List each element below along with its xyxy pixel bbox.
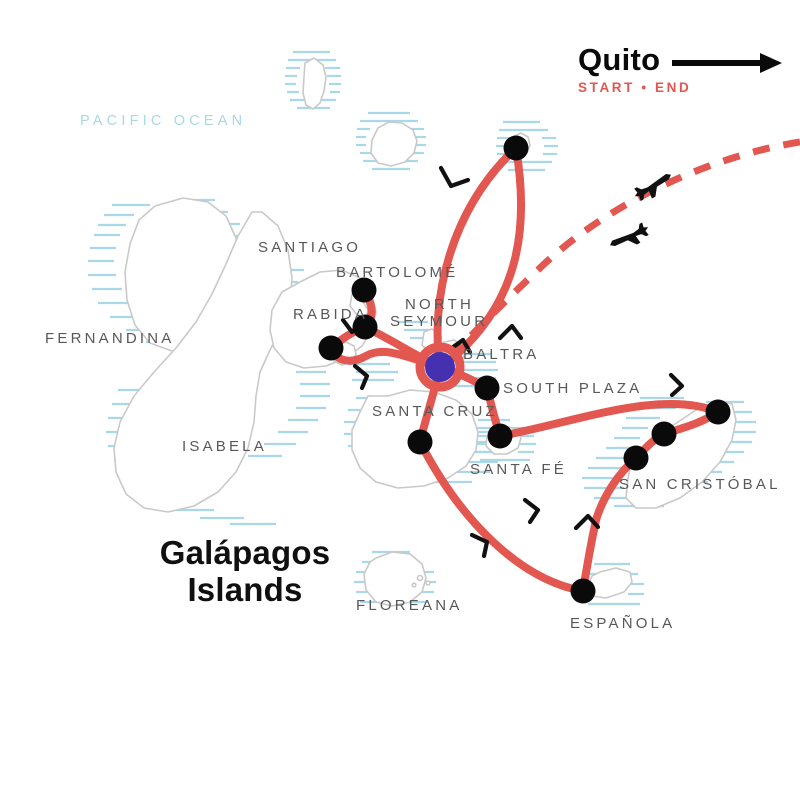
bartolome-stop[interactable] <box>351 277 377 303</box>
legend-city-label: Quito <box>578 42 661 77</box>
label-north: NORTH <box>405 296 475 313</box>
quito-legend: Quito START • END <box>578 42 783 95</box>
map-title-line1: Galápagos <box>159 534 331 571</box>
label-rabida: RABIDA <box>293 306 369 323</box>
stop-markers <box>318 135 731 604</box>
route-san-cristobal-coast <box>592 408 722 524</box>
island-shape-floreana <box>363 551 427 607</box>
label-fernandina: FERNANDINA <box>45 330 175 347</box>
arrow-chevron-genovesa-leg <box>438 165 471 189</box>
route-baltra-genovesa-loop <box>433 144 520 371</box>
island-shape-san-cristobal <box>625 399 737 509</box>
san-cristobal-mid-stop[interactable] <box>651 421 677 447</box>
san-cristobal-east-stop[interactable] <box>705 399 731 425</box>
san-cristobal-west-stop[interactable] <box>623 445 649 471</box>
route-genovesa-baltra-return <box>444 144 526 366</box>
south-plaza-stop[interactable] <box>474 375 500 401</box>
arrow-chevron-espanola-leg <box>469 532 490 559</box>
legend-subtitle: START • END <box>578 80 692 95</box>
plane-icon <box>610 222 649 246</box>
quito-flight-path <box>449 138 800 359</box>
arrow-chevron-baltra-north <box>497 323 524 341</box>
island-shape-islet-2 <box>425 580 431 586</box>
island-shape-islet-3 <box>411 582 417 588</box>
label-seymour: SEYMOUR <box>390 313 489 330</box>
label-san-cristobal: SAN CRISTÓBAL <box>619 476 781 493</box>
label-santa-cruz: SANTA CRUZ <box>372 403 498 420</box>
island-shape-islet-1 <box>416 574 424 582</box>
arrow-chevron-cristobal-top <box>668 372 685 398</box>
genovesa-stop[interactable] <box>503 135 529 161</box>
label-baltra: BALTRA <box>463 346 540 363</box>
label-floreana: FLOREANA <box>356 597 463 614</box>
espanola-stop[interactable] <box>570 578 596 604</box>
label-espanola: ESPAÑOLA <box>570 615 676 632</box>
route-espanola-santa-cruz <box>416 438 587 595</box>
arrow-chevron-cristobal-south <box>573 513 601 531</box>
label-south-plaza: SOUTH PLAZA <box>503 380 643 397</box>
baltra-airport-hub[interactable] <box>415 342 465 392</box>
label-santiago: SANTIAGO <box>258 239 362 256</box>
label-bartolome: BARTOLOMÉ <box>336 264 459 281</box>
rabida-west-stop[interactable] <box>318 335 344 361</box>
santa-fe-stop[interactable] <box>487 423 513 449</box>
flight-plane-icons <box>610 174 671 246</box>
label-isabela: ISABELA <box>182 438 267 455</box>
label-santa-fe: SANTA FÉ <box>470 461 568 478</box>
arrow-right-icon <box>672 53 783 73</box>
arrow-chevron-rabida-b <box>352 363 370 391</box>
map-title-line2: Islands <box>187 570 303 608</box>
arrow-chevron-santa-cruz-south <box>522 497 541 525</box>
rabida-north-stop[interactable] <box>352 314 378 340</box>
island-shape-north-small-1 <box>302 57 327 110</box>
map-title: Galápagos Islands <box>120 534 370 609</box>
label-pacific-ocean: PACIFIC OCEAN <box>80 113 247 129</box>
island-shape-north-small-2 <box>370 121 418 167</box>
route-santa-fe-san-cristobal <box>496 399 722 440</box>
santa-cruz-stop[interactable] <box>407 429 433 455</box>
plane-icon <box>634 174 671 202</box>
